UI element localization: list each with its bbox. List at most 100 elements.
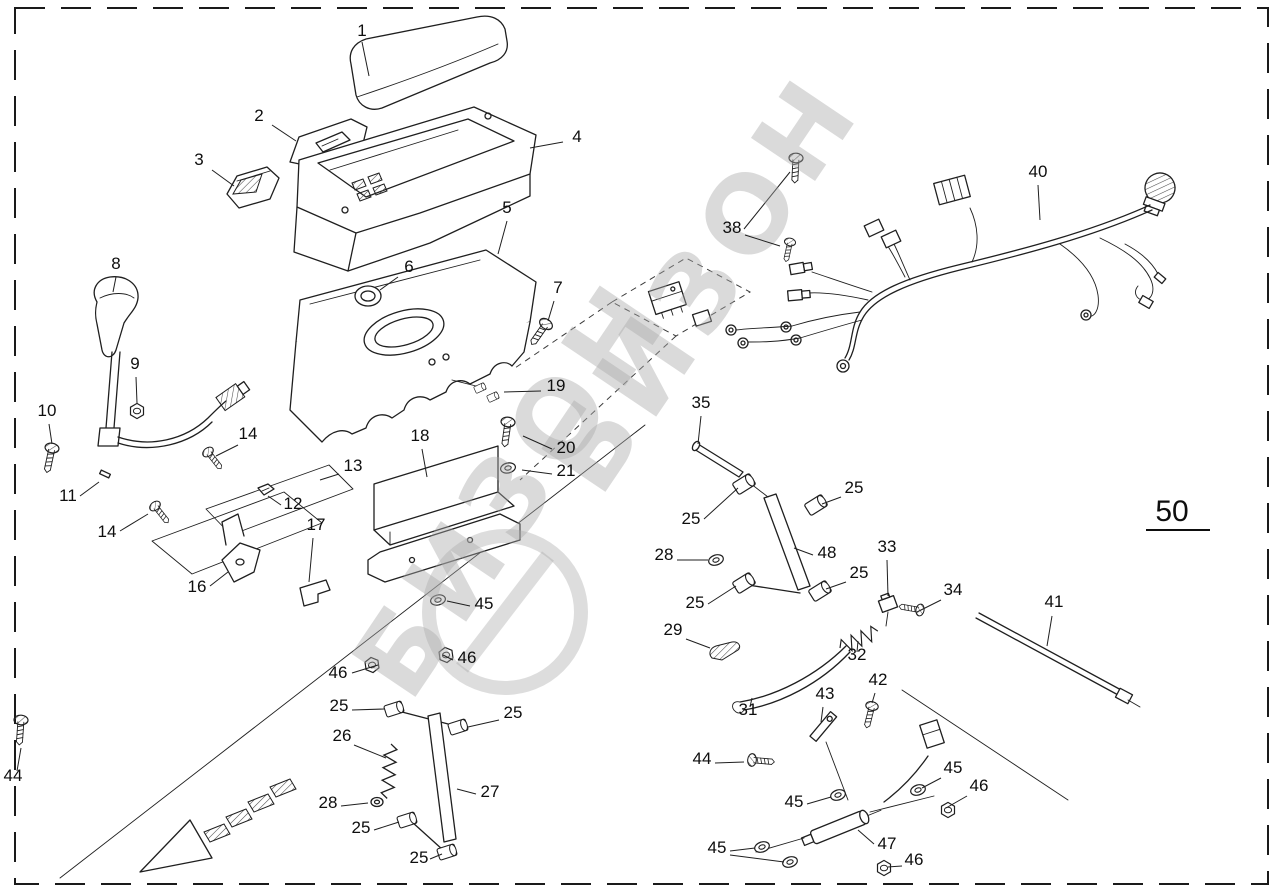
leader-line-9-8 [135,376,138,404]
leader-line-43-47 [820,706,824,723]
part-25-roller-b [396,811,419,829]
part-callout-17-16: 17 [307,515,326,534]
leader-line-35-31 [697,415,702,445]
leader-line-45-53 [729,847,756,852]
leader-line-46-55 [887,865,903,868]
part-25-roller-f [731,472,757,496]
leader-line-46-23 [351,664,379,674]
part-3-switch-pad [226,166,280,209]
leader-line-2-1 [271,124,297,142]
part-callout-45-53: 45 [708,838,727,857]
part-43-bracket [809,710,849,801]
part-25-roller-g [807,579,833,603]
part-callout-40-44: 40 [1029,162,1048,181]
leader-line-48-34 [793,547,814,556]
part-callout-20-19: 20 [557,438,576,457]
part-callout-25-29: 25 [410,848,429,867]
leader-line-3-2 [211,169,235,187]
part-46-nut-d [876,859,892,877]
part-25-roller-e [803,493,829,517]
part-16-bracket [221,513,261,583]
part-29-clip [709,641,741,661]
leader-line-21-20 [521,469,553,475]
part-callout-25-24: 25 [330,696,349,715]
part-callout-13-12: 13 [344,456,363,475]
leader-line-29-40 [685,638,711,649]
part-11-pin [98,469,112,479]
part-callout-29-40: 29 [664,620,683,639]
direction-arrow [139,778,297,873]
leader-line-38b [743,171,791,230]
part-44-screw-a [746,752,776,769]
part-48-lever [745,479,811,594]
part-callout-25-36: 25 [850,563,869,582]
part-callout-25-33: 25 [682,509,701,528]
part-6-grommet [354,285,382,307]
part-callout-6-5: 6 [404,257,413,276]
leader-line-10-9 [48,423,53,445]
part-callout-16-15: 16 [188,577,207,596]
leader-line-16-15 [209,571,229,587]
part-callout-9-8: 9 [130,354,139,373]
leader-line-32-41 [856,640,859,653]
part-25-roller-h [731,571,757,595]
part-10-screw [39,441,61,475]
part-26-spring [380,742,398,800]
leader-line-33-38 [886,559,889,597]
part-callout-46-52: 46 [970,776,989,795]
part-callout-11-10: 11 [59,486,77,505]
leader-line-25-33 [703,487,739,520]
leader-line-14-14 [119,513,149,532]
part-18-support-plate [367,445,521,583]
leader-line-25-37 [707,585,737,605]
part-callout-33-38: 33 [878,537,897,556]
part-12-clip [257,483,275,496]
part-callout-25-32: 25 [845,478,864,497]
lower-mounting-plate [151,491,323,575]
part-42-screw [859,699,880,730]
leader-line-42-46 [871,692,876,704]
leader-line-8-7 [112,276,117,293]
part-4-console-upper-housing [293,106,537,272]
part-callout-19-18: 19 [547,376,566,395]
part-callout-26-25: 26 [333,726,352,745]
part-callout-41-43: 41 [1045,592,1064,611]
part-callout-25-28: 25 [352,818,371,837]
leader-line-44-48 [714,761,745,764]
part-callout-1-0: 1 [357,21,366,40]
part-callout-10-9: 10 [38,401,57,420]
part-callout-42-46: 42 [869,670,888,689]
part-14-screw-a [200,444,227,473]
part-27-link-bar-assembly [401,711,457,851]
leader-line-25-28 [373,821,400,831]
leader-line-20-19 [522,435,553,450]
part-25-roller-d [447,718,470,736]
part-callout-25-30: 25 [504,703,523,722]
part-34-screw [897,599,926,618]
leader-line-6-5 [379,276,399,291]
part-35-rod [691,440,744,478]
leader-line-7-6 [547,300,555,322]
leader-line-45-50 [806,796,832,805]
part-callout-43-47: 43 [816,684,835,703]
part-callout-21-20: 21 [557,461,576,480]
leader-line-38-45 [744,234,781,247]
leader-line-19-18 [503,390,542,393]
part-callout-14-13: 14 [239,424,258,443]
part-1-armrest-pad [349,15,508,110]
leader-line-26-25 [353,744,387,759]
leader-line-14-13 [215,444,239,457]
leader-line-46-52 [945,795,968,809]
part-callout-8-7: 8 [111,254,120,273]
part-callout-32-41: 32 [848,645,867,664]
part-callout-46-22: 46 [458,648,477,667]
leader-line-46-22 [442,654,454,661]
zone-separator-lines [59,424,1069,879]
leader-line-44-49 [16,747,22,772]
part-callout-25-37: 25 [686,593,705,612]
part-callout-35-31: 35 [692,393,711,412]
leader-line-5-4 [497,220,508,255]
group-number-label: 50 [1155,495,1188,528]
